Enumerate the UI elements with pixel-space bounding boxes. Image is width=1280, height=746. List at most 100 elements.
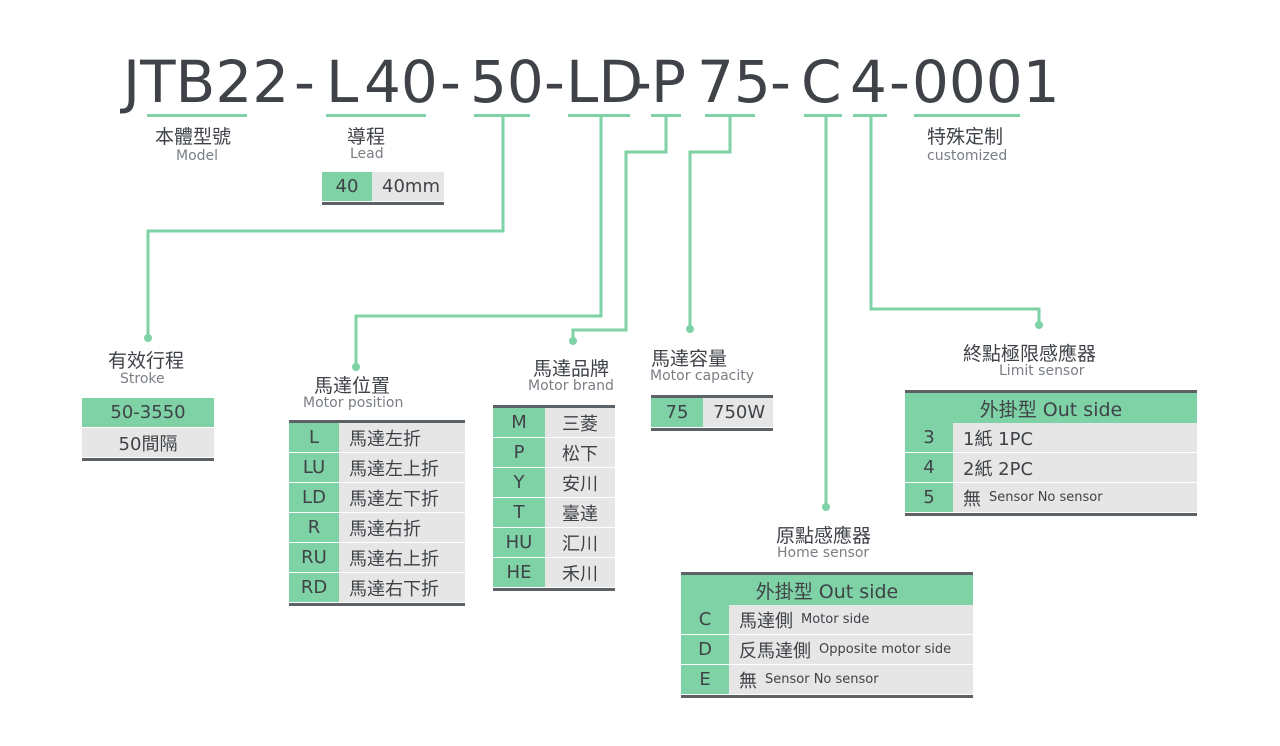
home-sensor-desc: 無 <box>739 670 757 692</box>
connector-dot <box>686 325 694 333</box>
stroke-label-en: Stroke <box>120 371 165 387</box>
limit-sensor-desc: 2紙 2PC <box>963 458 1034 480</box>
code-seg-motor-position: LD <box>566 48 643 116</box>
stroke-range: 50-3550 <box>82 398 214 427</box>
motor-brand-label-en: Motor brand <box>528 378 614 394</box>
lead-code: 40 <box>322 172 372 201</box>
underline-limit-sensor <box>853 114 887 117</box>
connector-dot <box>1035 321 1043 329</box>
limit-sensor-header: 外掛型 Out side <box>905 393 1197 423</box>
motor-position-label: 馬達位置 <box>314 375 391 397</box>
code-seg-lead: 40 <box>364 48 438 116</box>
limit-sensor-desc: 無 <box>963 488 981 510</box>
home-sensor-code: D <box>681 635 729 664</box>
motor-brand-desc: 汇川 <box>545 528 615 557</box>
motor-position-desc: 馬達左上折 <box>339 453 465 482</box>
motor-position-desc: 馬達左折 <box>339 423 465 452</box>
table-rule <box>493 588 615 591</box>
custom-label-en: customized <box>927 148 1008 164</box>
motor-position-code: R <box>289 513 339 542</box>
table-row: 4 2紙 2PC <box>905 453 1197 483</box>
motor-brand-code: T <box>493 498 545 527</box>
table-rule <box>905 390 1197 393</box>
model-label: 本體型號 <box>155 126 232 148</box>
motor-capacity-label-en: Motor capacity <box>650 368 755 384</box>
custom-label: 特殊定制 <box>927 126 1004 148</box>
motor-position-desc: 馬達右下折 <box>339 573 465 602</box>
table-rule <box>493 405 615 408</box>
lead-table: 40 40mm <box>322 172 444 205</box>
home-sensor-desc: 反馬達側 <box>739 640 811 662</box>
model-label-en: Model <box>176 148 219 164</box>
code-seg-custom: 0001 <box>912 48 1060 116</box>
connector-dot <box>569 337 577 345</box>
home-sensor-note: Opposite motor side <box>819 642 952 657</box>
stroke-table: 50-3550 50間隔 <box>82 398 214 461</box>
underline-motor-capacity <box>705 114 755 117</box>
underline-custom <box>914 114 1020 117</box>
table-rule <box>651 395 773 398</box>
connector-dot <box>822 503 830 511</box>
home-sensor-code: E <box>681 665 729 694</box>
lead-desc: 40mm <box>372 172 444 201</box>
motor-brand-code: P <box>493 438 545 467</box>
limit-sensor-note: Sensor No sensor <box>989 490 1103 505</box>
connector-dot <box>144 334 152 342</box>
motor-position-code: LU <box>289 453 339 482</box>
home-sensor-desc-cell: 無 Sensor No sensor <box>729 665 973 694</box>
home-sensor-code: C <box>681 605 729 634</box>
table-rule <box>322 202 444 205</box>
connector-motor-position <box>354 116 603 366</box>
motor-brand-code: Y <box>493 468 545 497</box>
underline-home-sensor <box>804 114 842 117</box>
code-dash: - <box>631 48 652 116</box>
connector-motor-capacity <box>688 116 732 328</box>
home-sensor-desc-cell: 反馬達側 Opposite motor side <box>729 635 973 664</box>
code-dash: - <box>770 48 791 116</box>
stroke-label: 有效行程 <box>108 350 185 372</box>
motor-position-code: L <box>289 423 339 452</box>
motor-position-desc: 馬達左下折 <box>339 483 465 512</box>
code-seg-motor-brand: P <box>651 48 686 116</box>
code-dash: - <box>440 48 461 116</box>
code-dash: - <box>294 48 315 116</box>
table-rule <box>681 695 973 698</box>
limit-sensor-table: 外掛型 Out side 3 1紙 1PC 4 2紙 2PC 5 無 Sensor… <box>905 390 1197 516</box>
table-rule <box>289 603 465 606</box>
lead-label: 導程 <box>347 126 386 148</box>
table-row: 5 無 Sensor No sensor <box>905 483 1197 513</box>
home-sensor-desc: 馬達側 <box>739 610 793 632</box>
limit-sensor-desc: 1紙 1PC <box>963 428 1034 450</box>
limit-sensor-code: 3 <box>905 423 953 452</box>
motor-position-code: RD <box>289 573 339 602</box>
underline-stroke <box>474 114 530 117</box>
motor-capacity-desc: 750W <box>703 398 773 427</box>
table-rule <box>289 420 465 423</box>
motor-position-desc: 馬達右上折 <box>339 543 465 572</box>
underline-model <box>147 114 247 117</box>
home-sensor-label: 原點感應器 <box>776 525 872 547</box>
motor-position-code: RU <box>289 543 339 572</box>
limit-sensor-code: 5 <box>905 483 953 512</box>
limit-sensor-label-en: Limit sensor <box>999 363 1085 379</box>
home-sensor-note: Sensor No sensor <box>765 672 879 687</box>
code-seg-type: L <box>326 48 359 116</box>
connector-stroke <box>146 116 505 337</box>
code-dash: - <box>889 48 910 116</box>
home-sensor-label-en: Home sensor <box>777 545 870 561</box>
motor-position-code: LD <box>289 483 339 512</box>
home-sensor-header: 外掛型 Out side <box>681 575 973 605</box>
